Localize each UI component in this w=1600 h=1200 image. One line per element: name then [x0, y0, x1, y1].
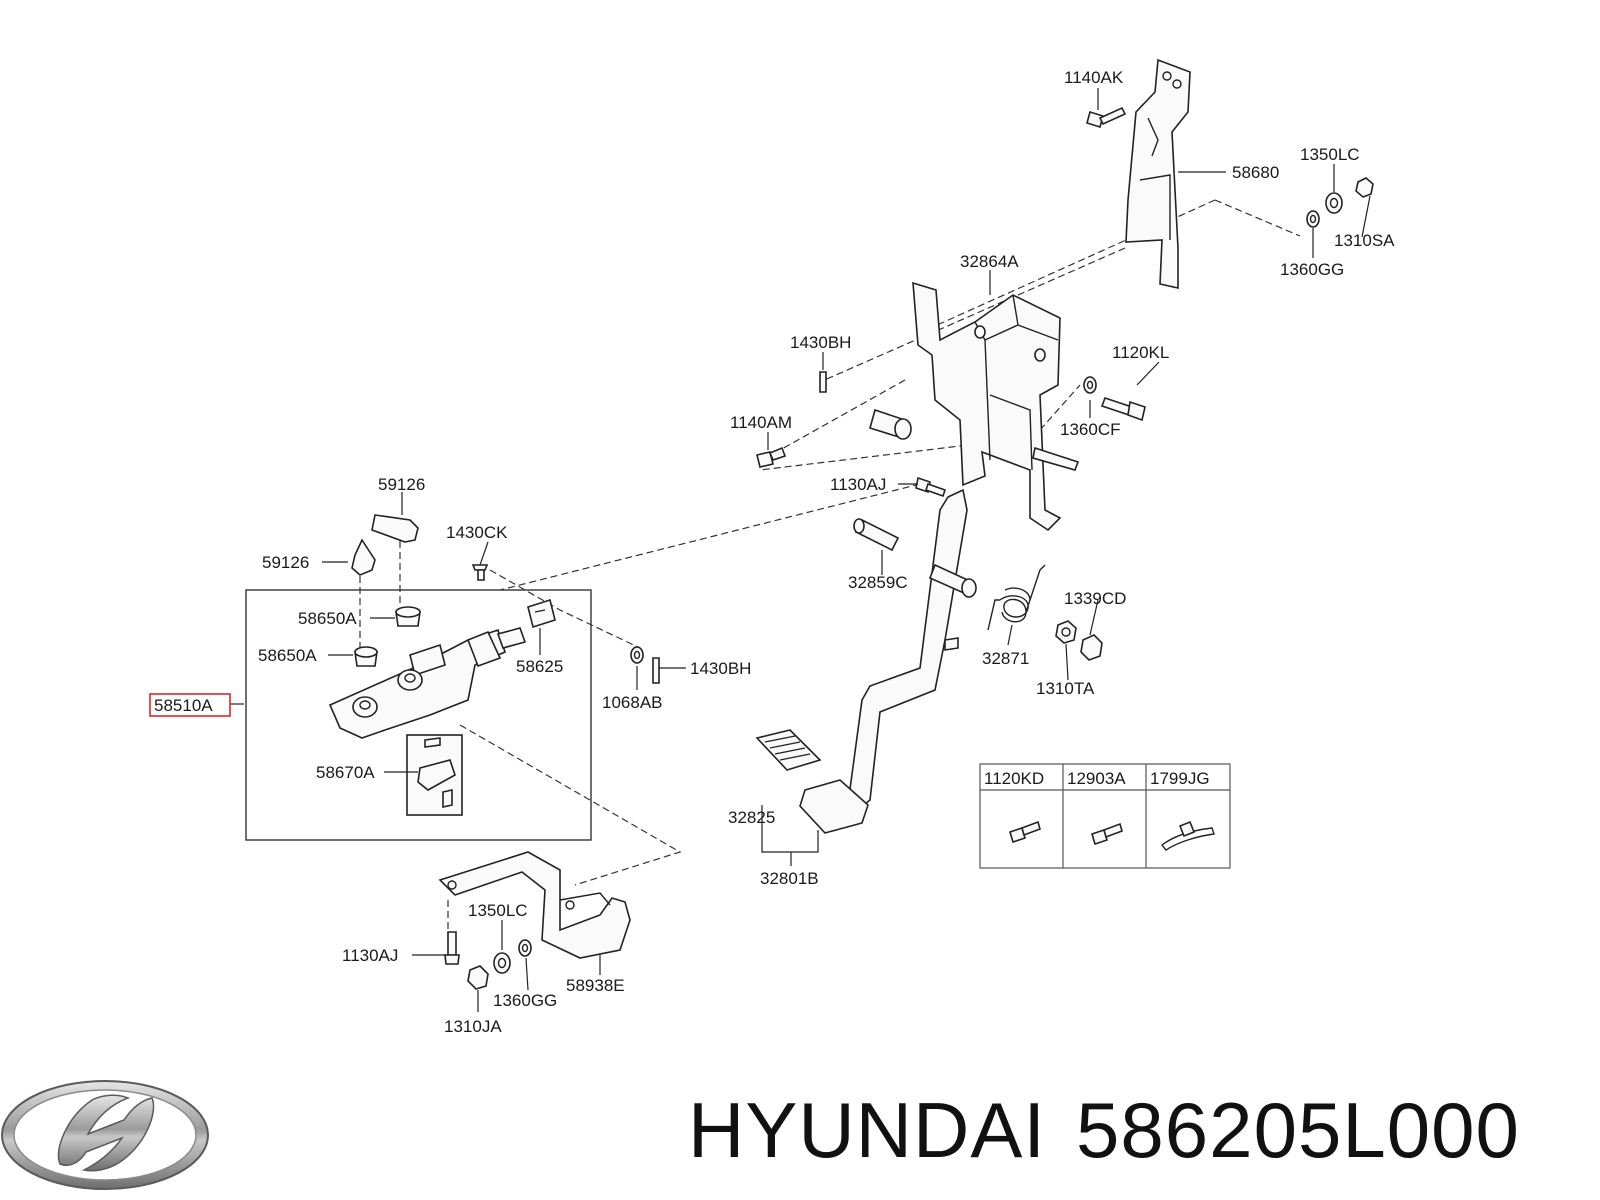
master-cylinder-group-box — [245, 589, 592, 841]
bushing-32859C — [853, 518, 900, 552]
bolt-1120KL — [1100, 396, 1146, 422]
bolt-1140AK — [1086, 106, 1127, 129]
hyundai-logo-icon — [1, 1080, 209, 1190]
bracket-58680 — [1125, 58, 1191, 289]
callout-1350LC-top: 1350LC — [1300, 145, 1360, 164]
callout-1350LC-bot: 1350LC — [468, 901, 528, 920]
callout-32871: 32871 — [982, 649, 1029, 668]
callout-1068AB: 1068AB — [602, 693, 663, 712]
cap-59126-top — [371, 514, 419, 543]
washer-1360GG-bot — [518, 939, 532, 957]
callout-1360CF: 1360CF — [1060, 420, 1120, 439]
callout-32801B: 32801B — [760, 869, 819, 888]
pedal-pad-lower — [799, 779, 869, 834]
nut-1310TA — [1055, 620, 1077, 644]
brand-part-number-caption: HYUNDAI 586205L000 — [688, 1085, 1550, 1176]
assembly-guide-lines — [359, 199, 1301, 945]
callout-1140AM: 1140AM — [730, 413, 792, 432]
nut-1339CD — [1080, 634, 1103, 661]
callout-58680: 58680 — [1232, 163, 1279, 182]
callout-58510A[interactable]: 58510A — [154, 696, 213, 715]
callout-1310TA: 1310TA — [1036, 679, 1095, 698]
clevis-58625 — [527, 598, 556, 629]
washer-1350LC-top — [1325, 192, 1343, 214]
callout-32825: 32825 — [728, 808, 775, 827]
bolt-1130AJ-top — [915, 476, 947, 498]
bolt-12903A-icon — [1091, 822, 1123, 846]
master-cylinder-58510A — [328, 627, 527, 739]
washer-1350LC-bot — [493, 952, 511, 974]
bolt-1120KD-icon — [1009, 820, 1041, 844]
leader-lines — [230, 88, 1371, 1012]
pedal-pad-32825 — [755, 729, 822, 771]
bracket-58938E — [438, 851, 631, 959]
parts-table: 1120KD 12903A 1799JG — [979, 763, 1231, 869]
clip-1799JG-icon — [1161, 820, 1215, 851]
callout-1430CK: 1430CK — [446, 523, 508, 542]
bolt-1130AJ-bot — [444, 931, 460, 965]
brand-name: HYUNDAI — [688, 1086, 1047, 1174]
callout-58625: 58625 — [516, 657, 563, 676]
pedal-bracket-32864A — [912, 281, 1080, 532]
callout-1360GG-top: 1360GG — [1280, 260, 1344, 279]
callout-58938E: 58938E — [566, 976, 625, 995]
callout-1430BH-mid: 1430BH — [690, 659, 751, 678]
fitting-58670A — [406, 734, 463, 816]
callout-1430BH-top: 1430BH — [790, 333, 851, 352]
parts-table-header-2: 12903A — [1067, 769, 1126, 788]
callout-1120KL: 1120KL — [1112, 343, 1169, 362]
callout-58650A-1: 58650A — [298, 609, 357, 628]
reservoir-plug-58650A-2 — [354, 646, 378, 667]
bushing-pivot — [869, 408, 912, 440]
pin-1430BH-top — [819, 371, 827, 393]
washer-1360CF — [1083, 376, 1097, 394]
parts-table-header-3: 1799JG — [1150, 769, 1210, 788]
callout-labels: 1140AK 58680 1350LC 1310SA 1360GG 32864A… — [154, 68, 1395, 1036]
callout-32864A: 32864A — [960, 252, 1019, 271]
callout-1310SA: 1310SA — [1334, 231, 1395, 250]
callout-1310JA: 1310JA — [444, 1017, 502, 1036]
cap-59126-left — [351, 538, 376, 576]
callout-1130AJ-bot: 1130AJ — [342, 946, 398, 965]
callout-1339CD: 1339CD — [1064, 589, 1126, 608]
callout-58650A-2: 58650A — [258, 646, 317, 665]
nut-1310SA — [1355, 177, 1374, 198]
callout-59126-left: 59126 — [262, 553, 309, 572]
highlight-box-58510A — [149, 693, 231, 717]
washer-1068AB — [630, 646, 644, 664]
pin-1430CK — [471, 564, 489, 581]
callout-59126-top: 59126 — [378, 475, 425, 494]
bolt-1140AM — [756, 446, 787, 468]
callout-1130AJ-top: 1130AJ — [830, 475, 886, 494]
reservoir-plug-58650A-1 — [395, 606, 421, 627]
washer-1360GG-top — [1306, 210, 1320, 228]
pin-1430BH-mid — [652, 657, 660, 684]
callout-1140AK: 1140AK — [1064, 68, 1124, 87]
spring-32871 — [987, 564, 1046, 631]
callout-32859C: 32859C — [848, 573, 908, 592]
part-number: 586205L000 — [1076, 1086, 1520, 1174]
callout-1360GG-bot: 1360GG — [493, 991, 557, 1010]
callout-58670A: 58670A — [316, 763, 375, 782]
nut-1310JA — [467, 965, 489, 990]
parts-table-header-1: 1120KD — [984, 769, 1044, 788]
